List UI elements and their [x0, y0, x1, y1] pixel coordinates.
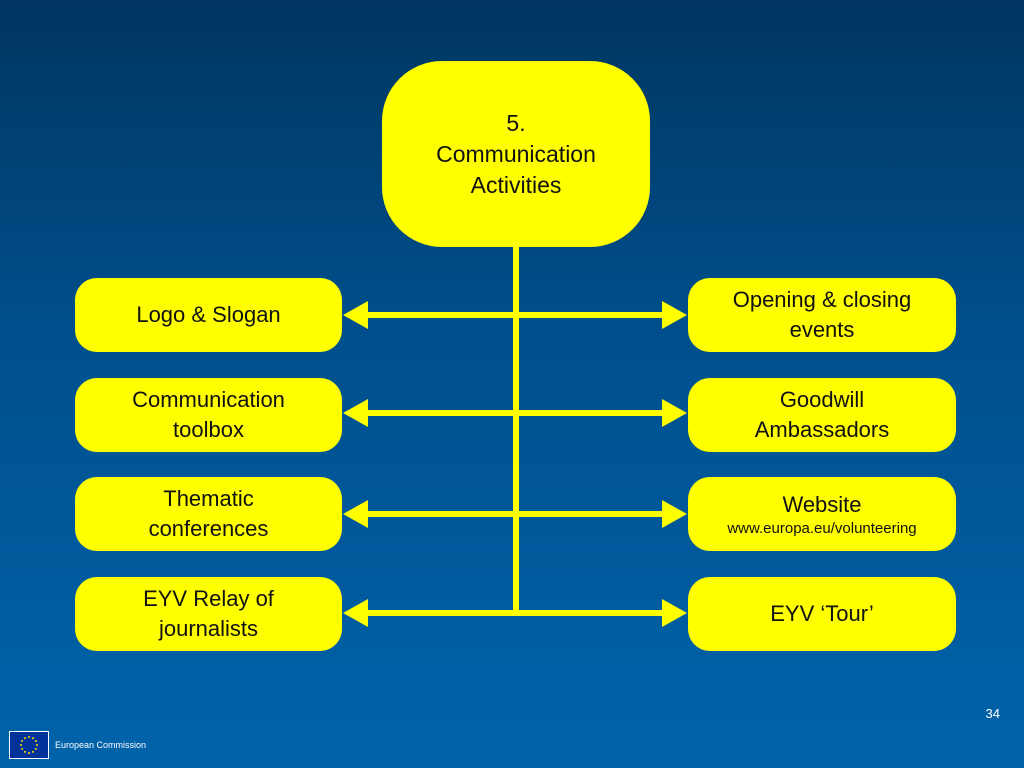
node-eyv-relay-journalists: EYV Relay of journalists	[75, 577, 342, 651]
arrow-left-2	[343, 399, 368, 427]
main-node-communication-activities: 5. Communication Activities	[382, 61, 650, 247]
arrow-right-3	[662, 500, 687, 528]
node-label-line1: Goodwill	[779, 387, 865, 412]
node-goodwill-ambassadors: Goodwill Ambassadors	[688, 378, 956, 452]
main-node-title: Communication	[436, 140, 596, 167]
page-number: 34	[985, 706, 1000, 721]
main-node-subtitle: Activities	[470, 171, 562, 198]
node-label: Logo & Slogan	[136, 302, 281, 327]
website-url: www.europa.eu/volunteering	[727, 520, 917, 537]
footer: European Commission	[9, 731, 146, 759]
arrow-left-3	[343, 500, 368, 528]
node-label-line2: Ambassadors	[754, 417, 890, 442]
arrow-right-4	[662, 599, 687, 627]
node-label: EYV ‘Tour’	[770, 601, 874, 626]
footer-org-name: European Commission	[55, 740, 147, 750]
node-label-line1: Thematic	[163, 486, 254, 511]
node-label-line2: conferences	[148, 516, 269, 541]
node-communication-toolbox: Communication toolbox	[75, 378, 342, 452]
node-label-line2: journalists	[158, 616, 259, 641]
node-label-line2: toolbox	[173, 417, 244, 442]
node-label-line1: EYV Relay of	[143, 586, 274, 611]
arrow-right-1	[662, 301, 687, 329]
arrow-left-1	[343, 301, 368, 329]
node-thematic-conferences: Thematic conferences	[75, 477, 342, 551]
arrow-right-2	[662, 399, 687, 427]
node-label-line1: Communication	[132, 387, 285, 412]
eu-flag-icon	[9, 731, 49, 759]
main-node-number: 5.	[506, 109, 526, 136]
node-eyv-tour: EYV ‘Tour’	[688, 577, 956, 651]
node-label-line2: events	[789, 317, 855, 342]
node-label-line1: Opening & closing	[732, 287, 912, 312]
node-logo-slogan: Logo & Slogan	[75, 278, 342, 352]
node-website: Website www.europa.eu/volunteering	[688, 477, 956, 551]
node-opening-closing-events: Opening & closing events	[688, 278, 956, 352]
node-label: Website	[782, 492, 862, 517]
arrow-left-4	[343, 599, 368, 627]
